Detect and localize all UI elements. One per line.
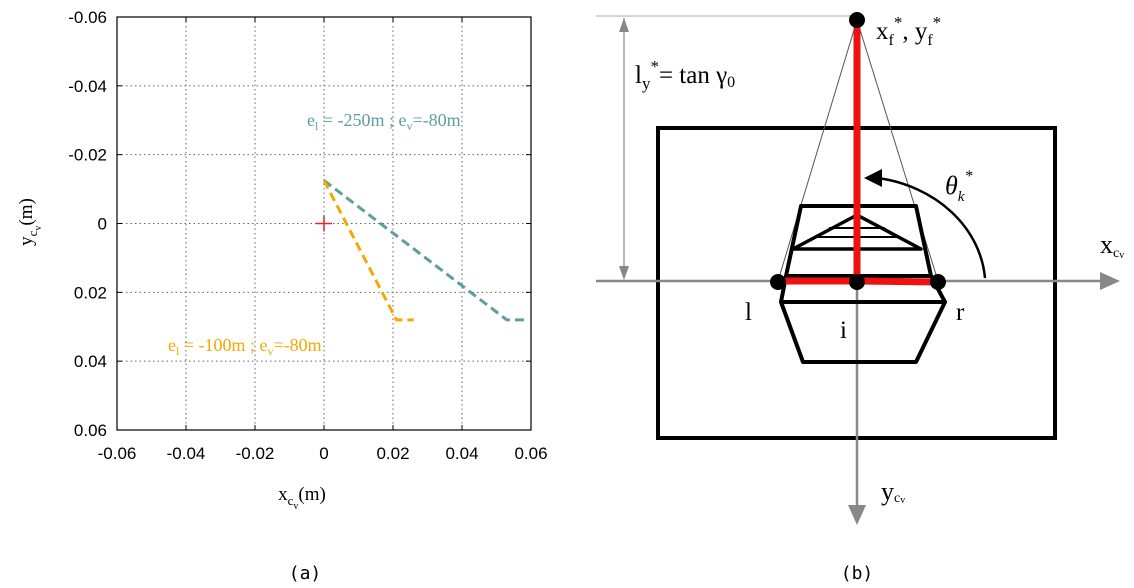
grid xyxy=(117,17,531,430)
diagram-panel: ly*= tan γ0 θk* xf*, yf* xyxy=(596,12,1124,584)
point-r-label: r xyxy=(956,299,965,326)
theta-arc xyxy=(877,176,987,279)
point-i xyxy=(849,274,865,290)
y-axis-arrow xyxy=(848,505,866,525)
x-axis-label: xcv(m) xyxy=(278,484,326,512)
x-axis-name: xcv xyxy=(1100,230,1124,261)
point-l xyxy=(770,274,786,290)
x-tick-label: -0.06 xyxy=(98,444,137,463)
series-label-orange: el = -100m ; ev=-80m xyxy=(168,335,322,358)
series xyxy=(322,179,528,322)
ly-arrow-bottom xyxy=(619,266,629,280)
series-label-teal: el = -250m ; ev=-80m xyxy=(307,110,461,133)
point-i-label: i xyxy=(840,317,847,344)
sight-line-left xyxy=(777,19,858,282)
y-axis-name: ycv xyxy=(881,477,905,506)
point-l-label: l xyxy=(745,299,752,326)
y-tick-label: -0.02 xyxy=(68,146,107,165)
caption-a: (a) xyxy=(289,563,322,584)
origin-marker xyxy=(316,215,332,232)
point-r xyxy=(930,274,946,290)
y-ticks: -0.06 -0.04 -0.02 0 0.02 0.04 0.06 xyxy=(68,8,531,440)
theta-label: θk* xyxy=(945,168,972,205)
sight-line-right xyxy=(856,19,939,282)
series-line-0 xyxy=(323,179,528,322)
theta-arrow xyxy=(864,169,882,187)
vehicle-bottom-body xyxy=(779,300,947,364)
y-tick-label: 0.06 xyxy=(74,421,107,440)
target-label: xf*, yf* xyxy=(876,13,941,49)
x-tick-label: 0.02 xyxy=(376,444,409,463)
y-tick-label: 0.02 xyxy=(74,283,107,302)
x-tick-label: -0.02 xyxy=(236,444,275,463)
x-tick-label: -0.04 xyxy=(167,444,206,463)
ly-label: ly*= tan γ0 xyxy=(635,57,735,93)
x-tick-label: 0.04 xyxy=(445,444,478,463)
x-axis-arrow xyxy=(1100,272,1120,290)
x-ticks: -0.06 -0.04 -0.02 0 0.02 0.04 0.06 xyxy=(98,17,548,463)
y-tick-label: 0 xyxy=(98,215,107,234)
y-axis-label: ycv(m) xyxy=(16,198,44,246)
y-tick-label: -0.04 xyxy=(68,77,107,96)
ly-arrow-top xyxy=(619,18,629,32)
x-tick-label: 0 xyxy=(319,444,328,463)
target-point xyxy=(849,12,865,28)
y-tick-label: -0.06 xyxy=(68,8,107,27)
x-tick-label: 0.06 xyxy=(514,444,547,463)
caption-b: (b) xyxy=(841,563,874,584)
series-line-1 xyxy=(322,179,414,322)
y-tick-label: 0.04 xyxy=(74,352,107,371)
